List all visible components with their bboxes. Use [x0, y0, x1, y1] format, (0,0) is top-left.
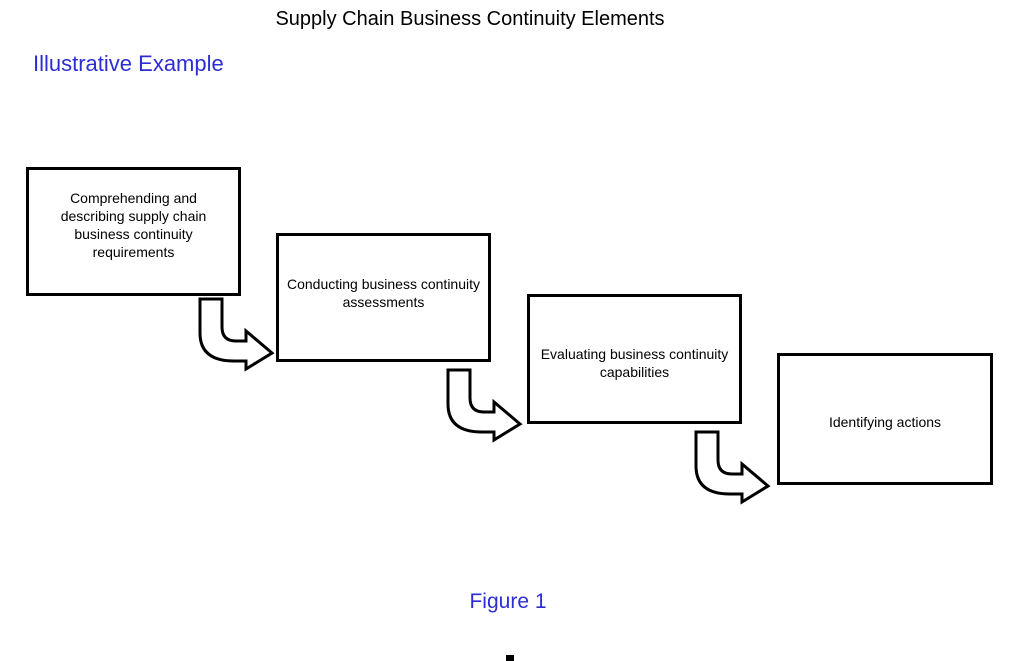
step-box-1: Comprehending and describing supply chai…	[26, 167, 241, 296]
step-label-3: Evaluating business continuity capabilit…	[540, 346, 729, 380]
curved-arrow-icon-1	[198, 297, 275, 372]
step-box-2: Conducting business continuity assessmen…	[276, 233, 491, 362]
step-label-2: Conducting business continuity assessmen…	[287, 276, 481, 310]
step-box-4: Identifying actions	[777, 353, 993, 485]
step-label-4: Identifying actions	[828, 414, 942, 430]
page-mark	[506, 655, 514, 661]
step-box-3: Evaluating business continuity capabilit…	[527, 294, 742, 424]
diagram-subtitle: Illustrative Example	[33, 51, 224, 76]
diagram-title: Supply Chain Business Continuity Element…	[275, 8, 665, 30]
curved-arrow-icon-2	[446, 368, 523, 443]
curved-arrow-icon-3	[694, 430, 771, 505]
step-label-1: Comprehending and describing supply chai…	[60, 190, 207, 260]
figure-caption: Figure 1	[469, 590, 547, 613]
